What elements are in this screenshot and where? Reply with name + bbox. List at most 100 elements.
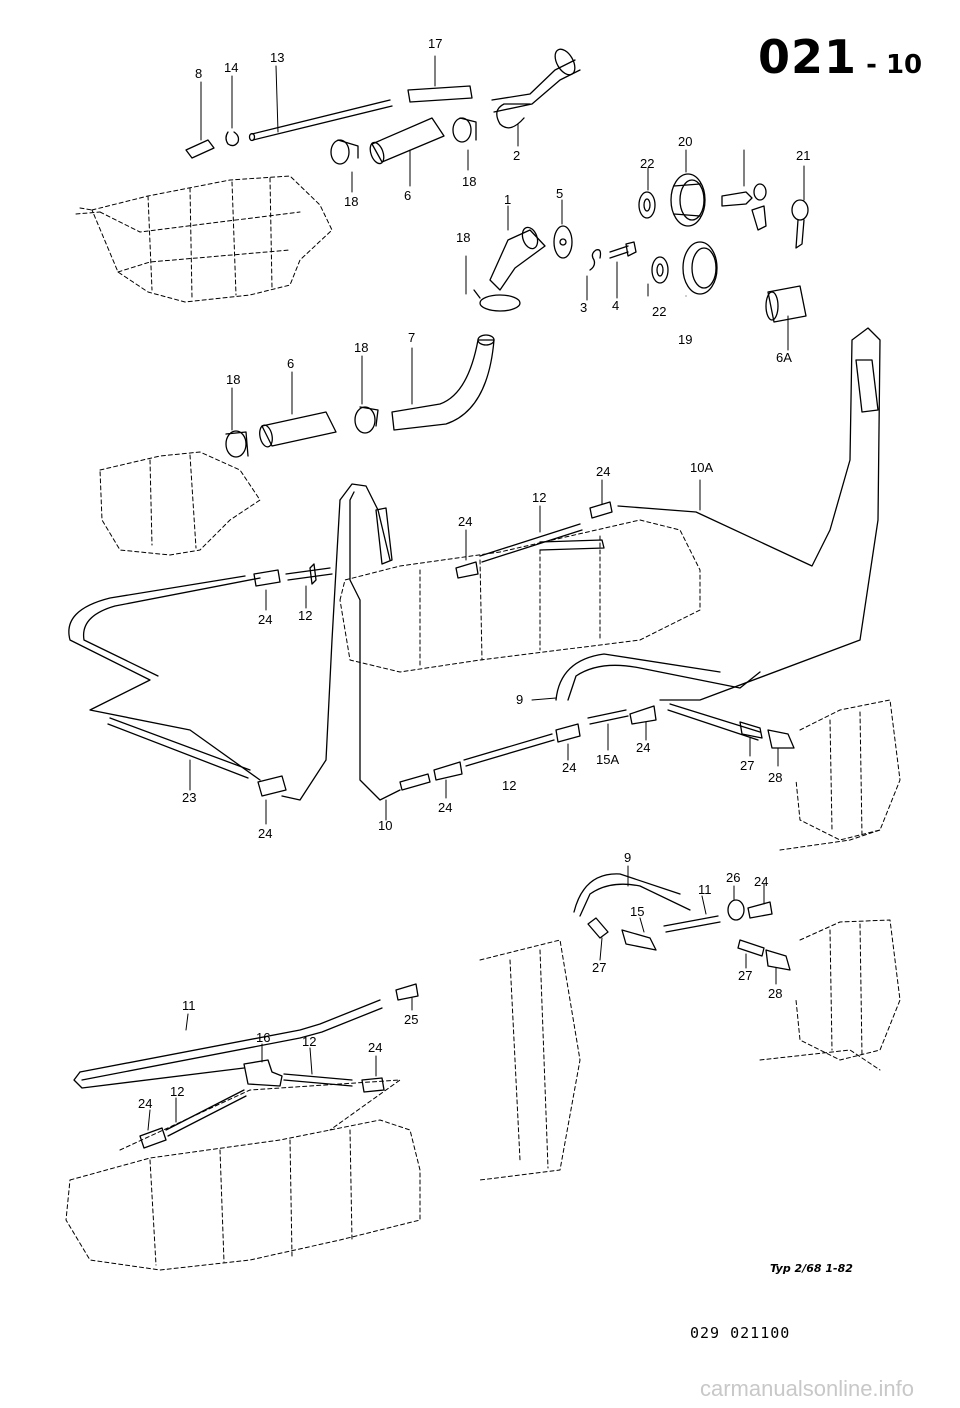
body-panel-mid-left	[99, 451, 261, 556]
callout-18c: 18	[456, 230, 470, 245]
sleeve-24-upper	[455, 501, 613, 579]
sleeve-24-left	[253, 569, 281, 587]
callout-28a: 28	[768, 770, 782, 785]
callout-4: 4	[612, 298, 619, 313]
callout-27c: 27	[738, 968, 752, 983]
pipe-27-lower-left	[587, 917, 609, 939]
fitting-15	[621, 929, 657, 951]
pipe-27-upper	[667, 703, 763, 741]
sleeve-24-bottom-right	[361, 1077, 385, 1093]
clamp-18-lower-left	[225, 430, 249, 458]
callout-26: 26	[726, 870, 740, 885]
fitting-28-lower	[765, 949, 791, 971]
callout-8: 8	[195, 66, 202, 81]
callout-labels: 8 14 13 17 2 18 6 18 20 22 21 5 1 18 3 4…	[138, 36, 810, 1111]
pipe-27-lower	[737, 939, 765, 957]
clamp-18-right	[452, 117, 477, 143]
model-note: Typ 2/68 1-82	[770, 1262, 853, 1275]
callout-9b: 9	[624, 850, 631, 865]
sleeve-24-bottom-left	[257, 775, 287, 797]
callout-11a: 11	[698, 882, 712, 897]
clamp-18-left	[330, 139, 359, 165]
pipe-12-left	[285, 563, 333, 585]
callout-11b: 11	[182, 998, 196, 1013]
callout-20: 20	[678, 134, 692, 149]
pipe-11-short	[663, 915, 721, 933]
gasket-22-bottom	[651, 256, 669, 284]
callout-10A: 10A	[690, 460, 713, 475]
clamp-26	[727, 899, 745, 921]
filler-neck-2	[491, 48, 581, 129]
callout-24b: 24	[458, 514, 472, 529]
hose-17	[407, 85, 473, 103]
callout-23: 23	[182, 790, 196, 805]
plate-5	[553, 225, 573, 259]
callout-18e: 18	[226, 372, 240, 387]
callout-28b: 28	[768, 986, 782, 1001]
callout-12c: 12	[502, 778, 516, 793]
hose-9-lower	[573, 873, 691, 917]
tee-16	[243, 1059, 283, 1087]
neck-1	[489, 226, 546, 291]
key-20	[721, 183, 767, 231]
callout-24d: 24	[636, 740, 650, 755]
callout-6b: 6	[287, 356, 294, 371]
pipe-12-bottom-right	[283, 1073, 353, 1087]
clip-14	[225, 131, 240, 147]
callout-18a: 18	[344, 194, 358, 209]
pipe-12-lower	[399, 733, 555, 791]
key-21	[791, 199, 809, 249]
sleeve-24-right	[747, 901, 773, 919]
pipe-10A	[617, 327, 881, 701]
callout-27b: 27	[592, 960, 606, 975]
callout-10: 10	[378, 818, 392, 833]
callout-15A: 15A	[596, 752, 619, 767]
clamp-18-mid	[473, 289, 521, 312]
hose-6-lower	[259, 411, 337, 448]
pipe-12-upper	[479, 523, 605, 563]
callout-9a: 9	[516, 692, 523, 707]
page-number: 021 - 10	[758, 30, 922, 84]
hose-8	[185, 139, 215, 159]
pipe-23	[107, 717, 251, 779]
sleeve-25	[395, 983, 419, 1001]
callout-3: 3	[580, 300, 587, 315]
callout-27a: 27	[740, 758, 754, 773]
callout-24c: 24	[258, 612, 272, 627]
bolt-4	[609, 241, 637, 259]
callout-22a: 22	[640, 156, 654, 171]
callout-5: 5	[556, 186, 563, 201]
callout-12b: 12	[298, 608, 312, 623]
fitting-28-upper	[767, 729, 795, 749]
callout-2: 2	[513, 148, 520, 163]
hose-9-upper	[555, 653, 761, 701]
callout-18b: 18	[462, 174, 476, 189]
callout-21: 21	[796, 148, 810, 163]
callout-12a: 12	[532, 490, 546, 505]
pipe-13	[248, 99, 393, 142]
fuel-tank-middle	[339, 519, 701, 673]
spring-3	[589, 249, 602, 271]
callout-24a: 24	[596, 464, 610, 479]
callout-1: 1	[504, 192, 511, 207]
watermark: carmanualsonline.info	[700, 1376, 915, 1401]
callout-7: 7	[408, 330, 415, 345]
page-dash: -	[857, 50, 886, 80]
locking-cap-20	[670, 173, 706, 227]
body-panel-right-lower	[759, 919, 901, 1071]
callout-25: 25	[404, 1012, 418, 1027]
fuel-tank-top	[75, 175, 333, 303]
cap-19	[682, 241, 718, 295]
callout-24e: 24	[562, 760, 576, 775]
callout-13: 13	[270, 50, 284, 65]
callout-19: 19	[678, 332, 692, 347]
pipe-12-bottom-left	[165, 1089, 247, 1137]
callout-6a: 6	[404, 188, 411, 203]
callout-18d: 18	[354, 340, 368, 355]
hose-6-top	[369, 117, 445, 165]
callout-6A: 6A	[776, 350, 792, 365]
section-number: 021	[758, 30, 858, 84]
hose-7	[391, 334, 495, 431]
callout-15: 15	[630, 904, 644, 919]
